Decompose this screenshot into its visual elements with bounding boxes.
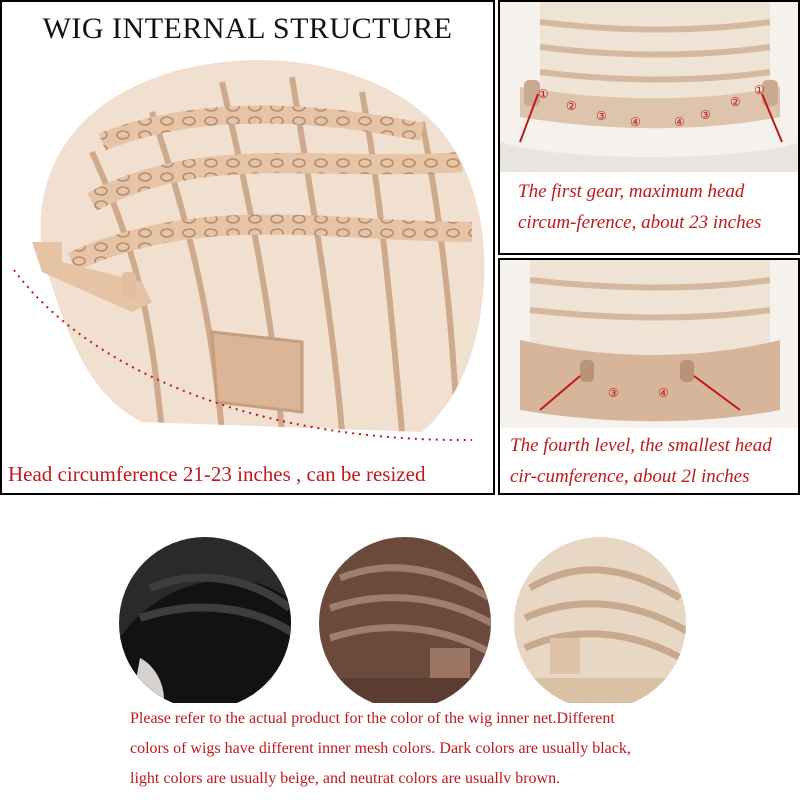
arrow-right (761, 93, 783, 143)
gear-marker: ② (566, 99, 577, 113)
gear-marker: ① (754, 83, 765, 97)
brown-wig-photo (319, 537, 491, 703)
gear-marker: ③ (596, 109, 607, 123)
gear-marker: ④ (674, 115, 685, 129)
arrow-right (693, 375, 741, 411)
head-circumference-caption: Head circumference 21-23 inches , can be… (8, 462, 426, 486)
level-marker: ④ (658, 386, 669, 400)
arrow-left (519, 93, 539, 143)
wig-variant-photos (119, 537, 686, 703)
beige-wig-photo (514, 537, 686, 703)
color-variants-panel: Please refer to the actual product for t… (0, 498, 800, 800)
first-gear-caption-1: The first gear, maximum head (518, 181, 745, 202)
gear-marker: ② (730, 95, 741, 109)
gear-marker: ④ (630, 115, 641, 129)
fourth-level-caption-1: The fourth level, the smallest head (510, 435, 772, 456)
color-note: Please refer to the actual product for t… (130, 704, 770, 794)
panel-title: WIG INTERNAL STRUCTURE (42, 12, 453, 45)
gear-markers: ① ② ③ ④ ④ ③ ② ① (538, 83, 765, 129)
fourth-level-photo: ③ ④ (500, 260, 798, 428)
first-gear-panel: ① ② ③ ④ ④ ③ ② ① The first gear, maximum … (498, 0, 800, 255)
fourth-level-caption-2: cir-cumference, about 2l inches (510, 466, 750, 487)
gear-marker: ① (538, 87, 549, 101)
arrow-left (539, 375, 581, 411)
level-markers: ③ ④ (608, 386, 669, 400)
gear-marker: ③ (700, 108, 711, 122)
color-note-line-2: colors of wigs have different inner mesh… (130, 740, 631, 757)
wig-cap-shape (32, 60, 485, 432)
wig-cap-illustration (13, 60, 485, 442)
wig-structure-panel: WIG INTERNAL STRUCTURE (0, 0, 495, 495)
level-marker: ③ (608, 386, 619, 400)
color-note-line-3: light colors are usually beige, and neut… (130, 770, 561, 787)
first-gear-photo: ① ② ③ ④ ④ ③ ② ① (500, 2, 798, 172)
black-wig-photo (119, 537, 291, 703)
color-note-line-1: Please refer to the actual product for t… (130, 710, 615, 727)
fourth-level-panel: ③ ④ The fourth level, the smallest head … (498, 258, 800, 495)
circumference-dotted-line (13, 269, 473, 442)
first-gear-caption-2: circum-ference, about 23 inches (518, 212, 762, 233)
